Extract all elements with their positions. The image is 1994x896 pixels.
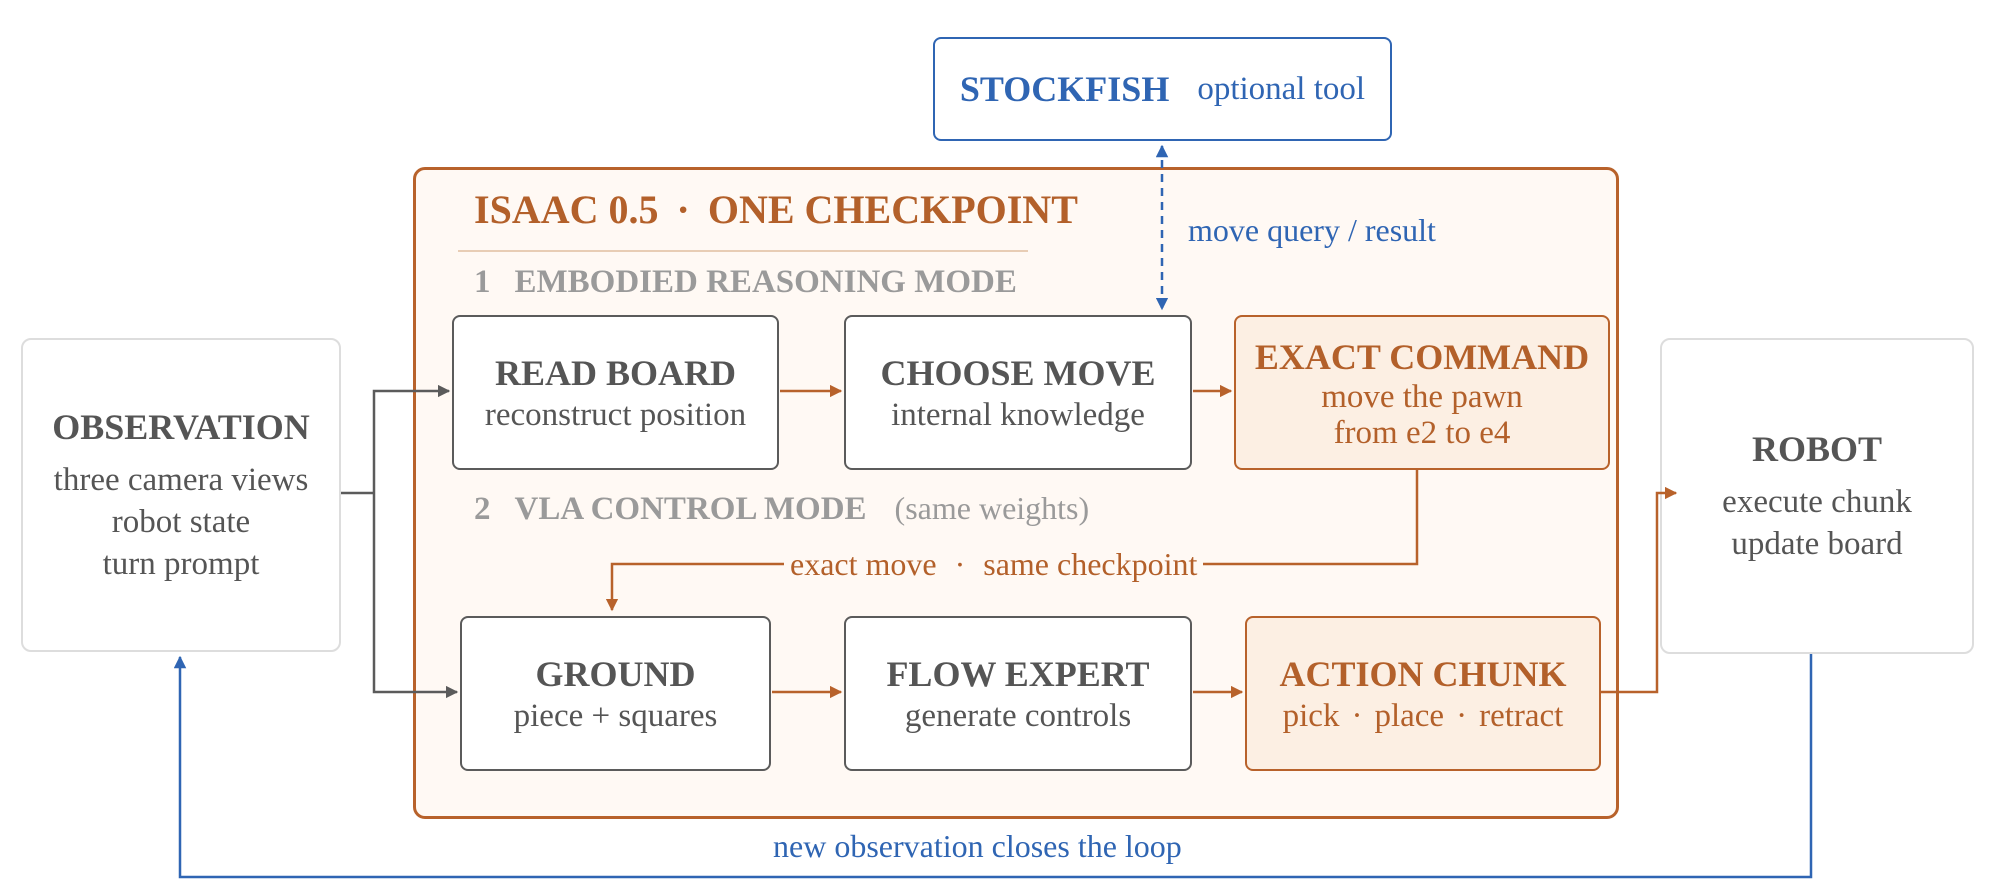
exact-move-separator: ·	[954, 546, 966, 582]
read-board-box: READ BOARD reconstruct position	[452, 315, 779, 470]
action-part: place	[1374, 697, 1445, 734]
mode2-heading: 2 VLA CONTROL MODE (same weights)	[474, 488, 1089, 529]
flow-expert-box: FLOW EXPERT generate controls	[844, 616, 1192, 771]
stockfish-box: STOCKFISH optional tool	[933, 37, 1392, 141]
choose-move-subtitle: internal knowledge	[891, 396, 1145, 433]
mode1-heading: 1 EMBODIED REASONING MODE	[474, 262, 1017, 302]
title-separator: ·	[676, 187, 690, 232]
action-chunk-box: ACTION CHUNK pick · place · retract	[1245, 616, 1601, 771]
model-name: ISAAC 0.5	[474, 187, 659, 232]
exact-command-line: move the pawn	[1321, 378, 1523, 415]
exact-command-box: EXACT COMMAND move the pawn from e2 to e…	[1234, 315, 1610, 470]
mode1-title: EMBODIED REASONING MODE	[514, 264, 1017, 300]
observation-line: three camera views	[53, 462, 309, 498]
exact-move-label: exact move · same checkpoint	[784, 544, 1204, 584]
mode2-title: VLA CONTROL MODE	[514, 491, 867, 527]
observation-line: robot state	[111, 504, 251, 540]
loop-label: new observation closes the loop	[767, 826, 1188, 866]
ground-box: GROUND piece + squares	[460, 616, 771, 771]
ground-title: GROUND	[535, 653, 696, 694]
stockfish-subtitle: optional tool	[1197, 71, 1366, 107]
action-part: retract	[1479, 697, 1564, 734]
mode2-number: 2	[474, 491, 491, 527]
frame-title: ISAAC 0.5 · ONE CHECKPOINT	[474, 186, 1078, 234]
robot-title: ROBOT	[1751, 429, 1883, 469]
choose-move-box: CHOOSE MOVE internal knowledge	[844, 315, 1192, 470]
read-board-subtitle: reconstruct position	[484, 396, 747, 433]
exact-command-line: from e2 to e4	[1333, 414, 1511, 451]
robot-line: execute chunk	[1722, 484, 1912, 520]
action-separator: ·	[1456, 697, 1468, 734]
choose-move-title: CHOOSE MOVE	[880, 352, 1156, 393]
observation-box: OBSERVATION three camera views robot sta…	[21, 338, 341, 652]
action-chunk-parts: pick · place · retract	[1283, 696, 1564, 736]
robot-line: update board	[1731, 526, 1903, 562]
mode1-number: 1	[474, 264, 491, 300]
read-board-title: READ BOARD	[494, 352, 736, 393]
action-part: pick	[1282, 697, 1340, 734]
robot-box: ROBOT execute chunk update board	[1660, 338, 1974, 654]
stockfish-title: STOCKFISH	[959, 69, 1170, 109]
exact-command-title: EXACT COMMAND	[1254, 336, 1590, 377]
observation-title: OBSERVATION	[52, 407, 310, 447]
action-separator: ·	[1351, 697, 1363, 734]
exact-move-part: exact move	[790, 546, 937, 582]
mode2-note: (same weights)	[894, 490, 1090, 526]
title-underline	[458, 250, 1028, 252]
flow-expert-title: FLOW EXPERT	[886, 653, 1150, 694]
observation-line: turn prompt	[102, 546, 260, 582]
flow-expert-subtitle: generate controls	[904, 697, 1132, 734]
move-query-label: move query / result	[1188, 212, 1436, 248]
exact-move-part: same checkpoint	[983, 546, 1198, 582]
checkpoint-label: ONE CHECKPOINT	[707, 187, 1078, 232]
ground-subtitle: piece + squares	[513, 697, 718, 734]
action-chunk-title: ACTION CHUNK	[1279, 653, 1567, 694]
